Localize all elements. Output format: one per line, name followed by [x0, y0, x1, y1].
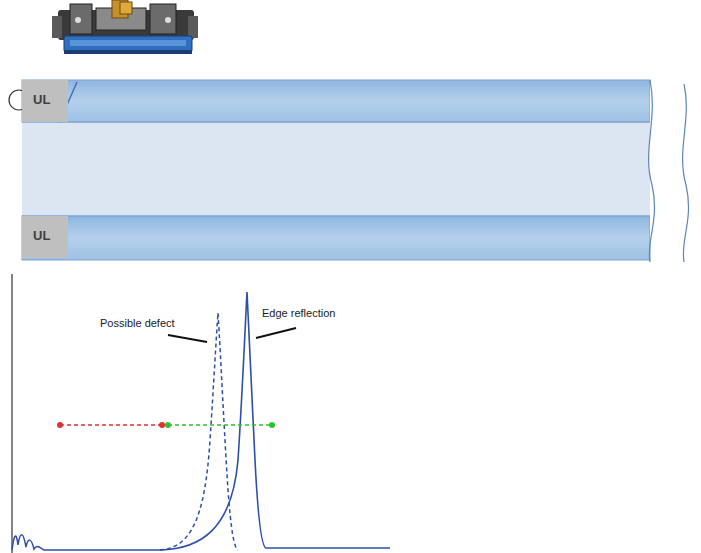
signal-chart: [12, 274, 390, 553]
probe-block: UL: [22, 216, 68, 258]
callout-label: Edge reflection: [262, 307, 335, 319]
callout-label: Possible defect: [100, 317, 175, 329]
probe-label: UL: [33, 228, 50, 243]
scanner-device: [52, 0, 198, 54]
probe-block: UL: [22, 80, 68, 122]
pipe-section: [22, 80, 689, 262]
probe-label: UL: [33, 92, 50, 107]
